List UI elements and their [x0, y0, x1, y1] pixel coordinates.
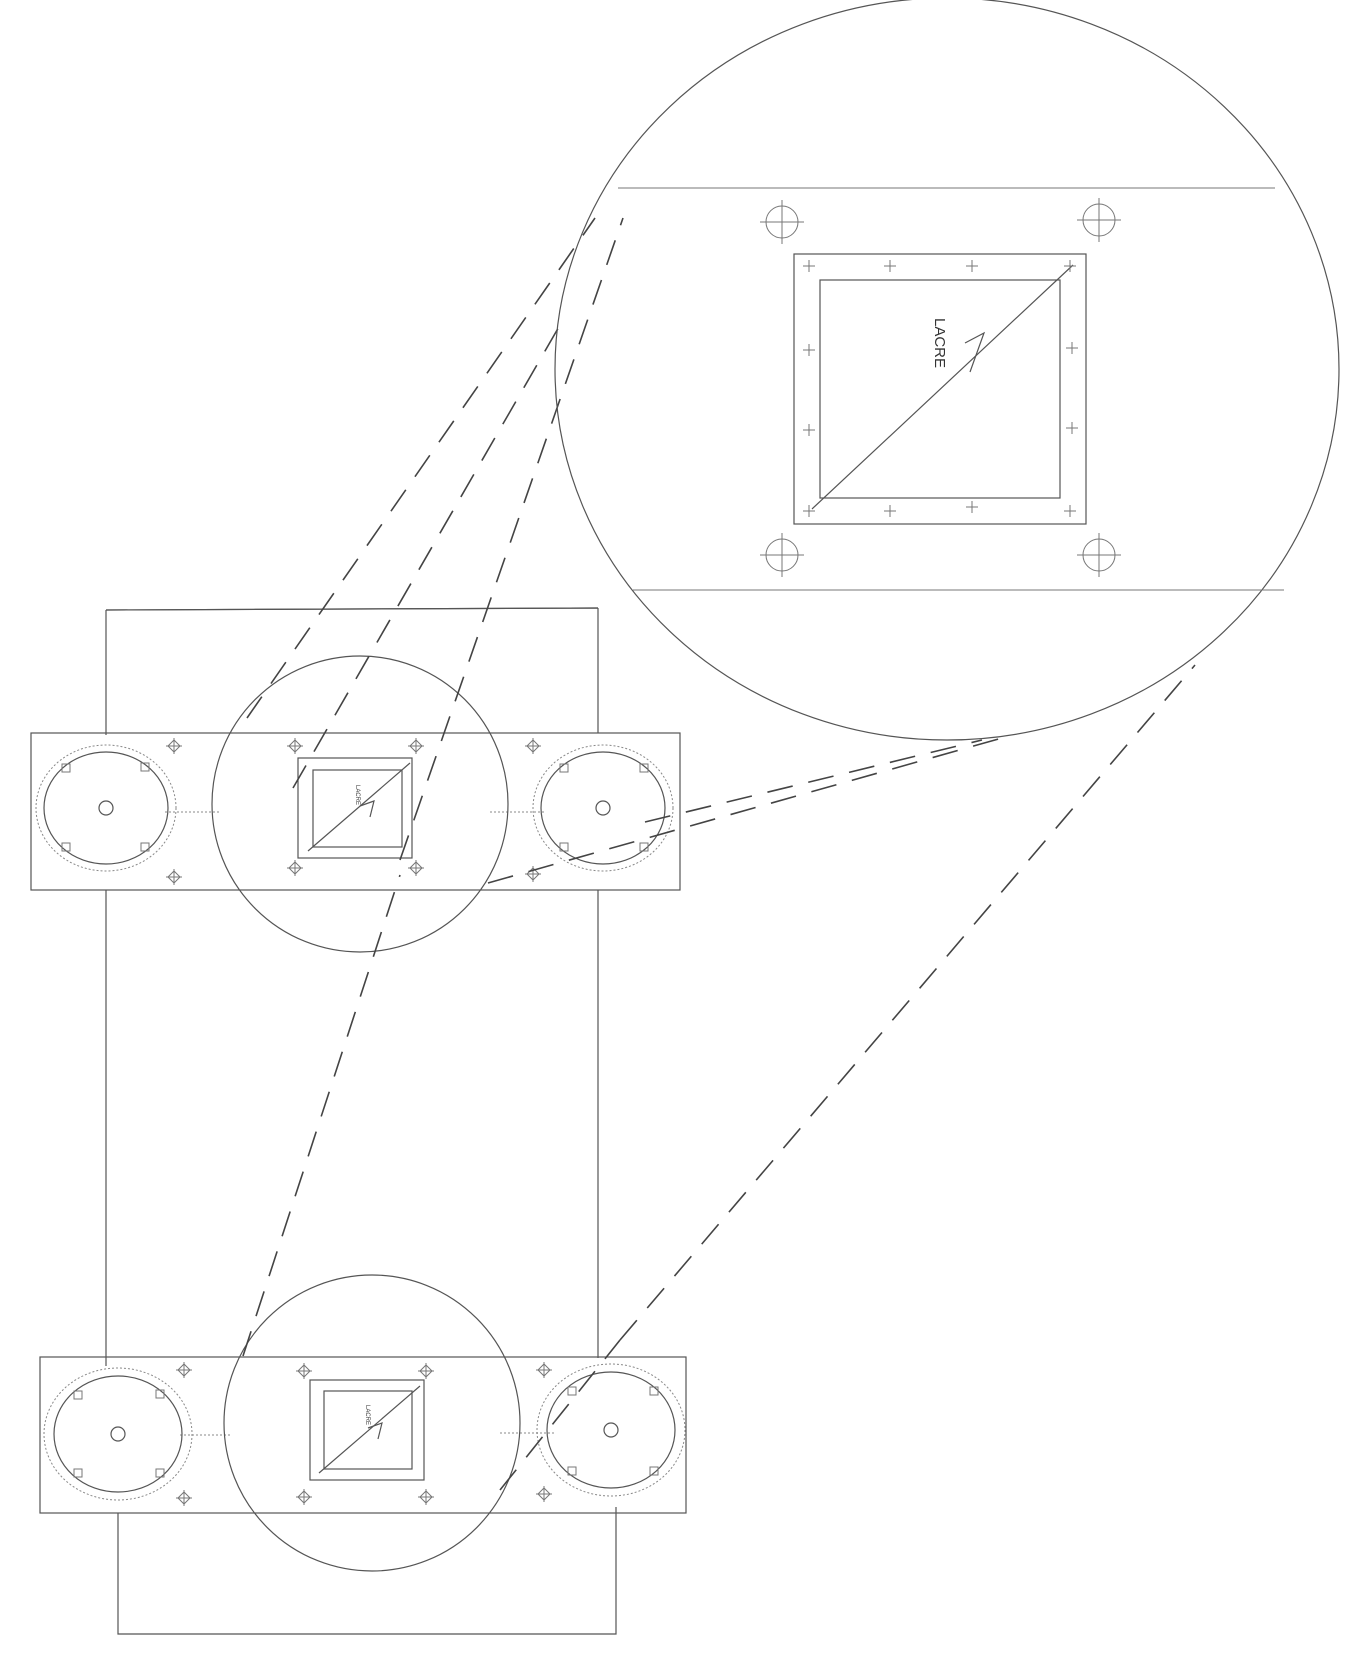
lower-plate: LACRE [39, 1356, 687, 1514]
lower-plate-bolts [176, 1362, 552, 1506]
lower-right-flange [536, 1363, 686, 1497]
upper-seal-square [297, 757, 413, 859]
lower-left-flange [43, 1367, 193, 1501]
upper-right-flange [532, 744, 674, 872]
projection-lines [242, 217, 1196, 1491]
upper-plate: LACRE [30, 732, 681, 891]
upper-seal-label: LACRE [354, 785, 360, 805]
base-frame-top [105, 607, 599, 611]
base-frame [105, 607, 617, 1635]
lower-detail-circle [223, 1274, 521, 1572]
lower-seal-label: LACRE [364, 1405, 370, 1425]
upper-plate-bolts [166, 738, 541, 885]
upper-left-flange [35, 744, 177, 872]
lower-seal-square [309, 1379, 425, 1481]
upper-detail-circle [211, 655, 509, 953]
magnified-seal-square [793, 253, 1087, 525]
magnified-detail: LACRE [554, 0, 1340, 741]
magnified-seal-screws [803, 260, 1078, 517]
magnified-seal-label: LACRE [931, 318, 948, 368]
magnified-detail-circle [554, 0, 1340, 741]
magnified-corner-bolts [760, 198, 1121, 577]
